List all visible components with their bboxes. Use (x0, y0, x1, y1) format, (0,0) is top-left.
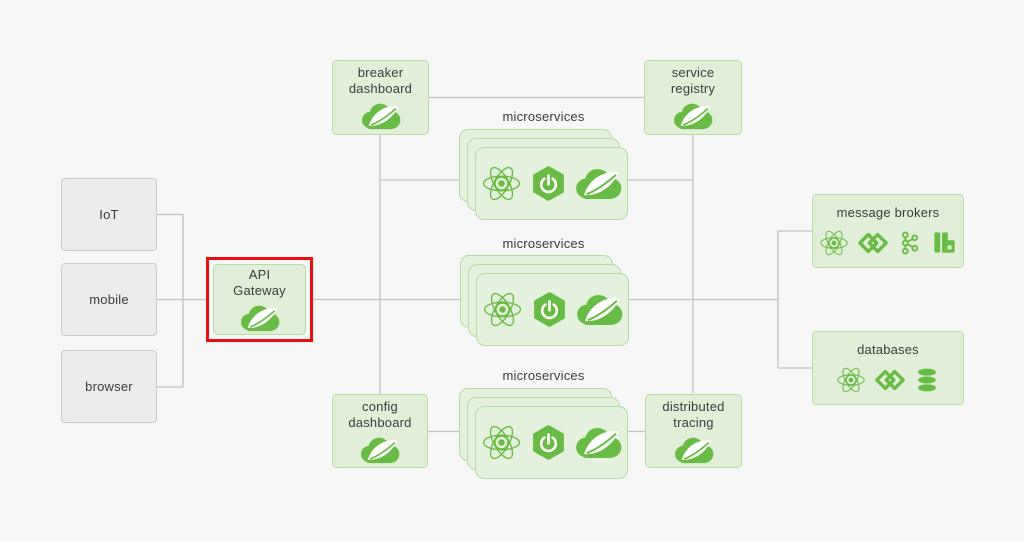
atom-icon (482, 289, 523, 330)
microservice-card-front (475, 406, 628, 479)
rabbitmq-icon (931, 229, 958, 256)
spring-boot-icon (530, 424, 567, 461)
spring-icon (575, 426, 622, 459)
spring-icon (575, 167, 622, 200)
node-api-gateway: API Gateway (213, 264, 306, 335)
node-databases-icons (836, 365, 940, 395)
node-api-gateway-label: API Gateway (233, 267, 286, 298)
spring-icon (674, 436, 714, 464)
node-distributed-tracing: distributed tracing (645, 394, 742, 468)
spring-boot-icon (530, 165, 567, 202)
node-service-registry-icons (673, 102, 713, 130)
node-message-brokers-icons (819, 228, 958, 258)
node-distributed-tracing-label: distributed tracing (662, 398, 725, 430)
microservice-card-front (476, 273, 629, 346)
spring-icon (361, 102, 401, 130)
atom-icon (819, 228, 849, 258)
microservice-card-icons (481, 163, 622, 204)
atom-icon (481, 163, 522, 204)
node-service-registry-label: service registry (670, 65, 716, 96)
microservices-label-top: microservices (502, 109, 585, 124)
spring-icon (240, 304, 280, 332)
node-message-brokers: message brokers (812, 194, 964, 268)
database-icon (914, 366, 940, 394)
integration-icon (858, 228, 888, 258)
spring-icon (360, 436, 400, 464)
atom-icon (836, 365, 866, 395)
node-browser: browser (61, 350, 157, 423)
node-databases: databases (812, 331, 964, 405)
microservices-label-bottom: microservices (502, 368, 585, 383)
node-breaker-dashboard-icons (361, 102, 401, 130)
spring-icon (576, 293, 623, 326)
node-config-dashboard-icons (360, 436, 400, 464)
microservice-card-icons (481, 422, 622, 463)
node-distributed-tracing-icons (674, 436, 714, 464)
node-breaker-dashboard-label: breaker dashboard (348, 65, 413, 96)
microservice-card-front (475, 147, 628, 220)
node-browser-label: browser (85, 378, 133, 394)
node-config-dashboard: config dashboard (332, 394, 428, 468)
node-breaker-dashboard: breaker dashboard (332, 60, 429, 135)
node-config-dashboard-label: config dashboard (348, 398, 412, 430)
node-mobile-label: mobile (89, 291, 129, 307)
node-message-brokers-label: message brokers (836, 204, 940, 220)
microservice-card-icons (482, 289, 623, 330)
node-iot: IoT (61, 178, 157, 251)
kafka-icon (897, 229, 922, 257)
microservices-label-middle: microservices (502, 236, 585, 251)
atom-icon (481, 422, 522, 463)
node-iot-label: IoT (99, 206, 119, 222)
node-mobile: mobile (61, 263, 157, 336)
node-api-gateway-icons (240, 304, 280, 332)
node-service-registry: service registry (644, 60, 742, 135)
integration-icon (875, 365, 905, 395)
api-gateway-highlight-box: API Gateway (206, 257, 313, 342)
node-databases-label: databases (857, 341, 919, 357)
spring-boot-icon (531, 291, 568, 328)
spring-icon (673, 102, 713, 130)
